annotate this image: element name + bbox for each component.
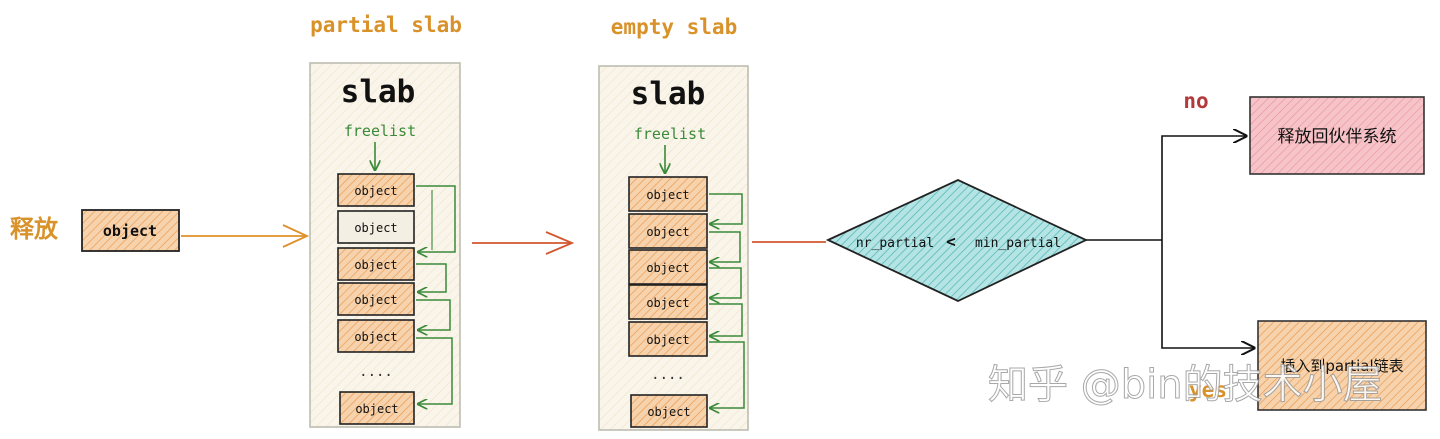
partial-object-5: [337, 319, 415, 353]
released-object-box: [81, 209, 180, 252]
yes-label: yes: [1189, 378, 1227, 402]
empty-object-1-label: object: [646, 188, 689, 202]
empty-object-1: [628, 176, 708, 212]
partial-object-2: [337, 210, 415, 244]
empty-object-5-label: object: [646, 333, 689, 347]
partial-object-1-label: object: [354, 184, 397, 198]
release-label: 释放: [10, 215, 59, 243]
partial-freelist-label: freelist: [344, 122, 416, 140]
watermark: 知乎 @bin的技术小屋: [988, 362, 1383, 408]
released-object-label: object: [103, 222, 157, 240]
empty-slab-objects: object object object object object .... …: [628, 176, 708, 428]
empty-freelist-label: freelist: [634, 125, 706, 143]
empty-slab-heading: slab: [631, 76, 706, 112]
partial-object-last-label: object: [355, 402, 398, 416]
empty-object-2: [628, 213, 708, 249]
arrow-to-empty-slab: [472, 231, 575, 255]
decision-branches: [1086, 136, 1254, 348]
empty-object-last: [630, 394, 708, 428]
partial-object-4: [337, 282, 415, 316]
insert-partial-box: [1257, 320, 1427, 411]
condition-operator: <: [946, 232, 956, 251]
empty-freelist-links: [709, 193, 745, 408]
empty-object-last-label: object: [647, 405, 690, 419]
empty-object-4: [628, 284, 708, 320]
partial-object-1: [337, 173, 415, 207]
empty-ellipsis: ....: [651, 367, 685, 383]
partial-slab-objects: object object object object object .... …: [337, 173, 415, 425]
empty-slab-title: empty slab: [611, 15, 737, 39]
partial-slab-heading: slab: [341, 74, 416, 110]
condition-left: nr_partial: [856, 236, 934, 251]
condition-right: min_partial: [975, 236, 1061, 251]
partial-object-4-label: object: [354, 293, 397, 307]
release-to-buddy-label: 释放回伙伴系统: [1278, 127, 1397, 147]
partial-slab-container: [309, 62, 461, 428]
partial-object-3: [337, 247, 415, 281]
partial-freelist-links: [416, 185, 456, 404]
partial-object-5-label: object: [354, 330, 397, 344]
empty-object-2-label: object: [646, 225, 689, 239]
partial-slab-title: partial slab: [310, 13, 462, 37]
arrow-to-partial-slab: [181, 224, 310, 248]
empty-object-3-label: object: [646, 261, 689, 275]
empty-object-5: [628, 321, 708, 357]
release-to-buddy-box: [1249, 96, 1425, 175]
partial-object-last: [339, 391, 415, 425]
empty-object-3: [628, 249, 708, 285]
no-label: no: [1183, 89, 1208, 113]
partial-ellipsis: ....: [359, 364, 393, 380]
partial-object-3-label: object: [354, 258, 397, 272]
empty-object-4-label: object: [646, 296, 689, 310]
insert-partial-label: 插入到partial链表: [1280, 357, 1403, 375]
partial-object-2-label: object: [354, 221, 397, 235]
